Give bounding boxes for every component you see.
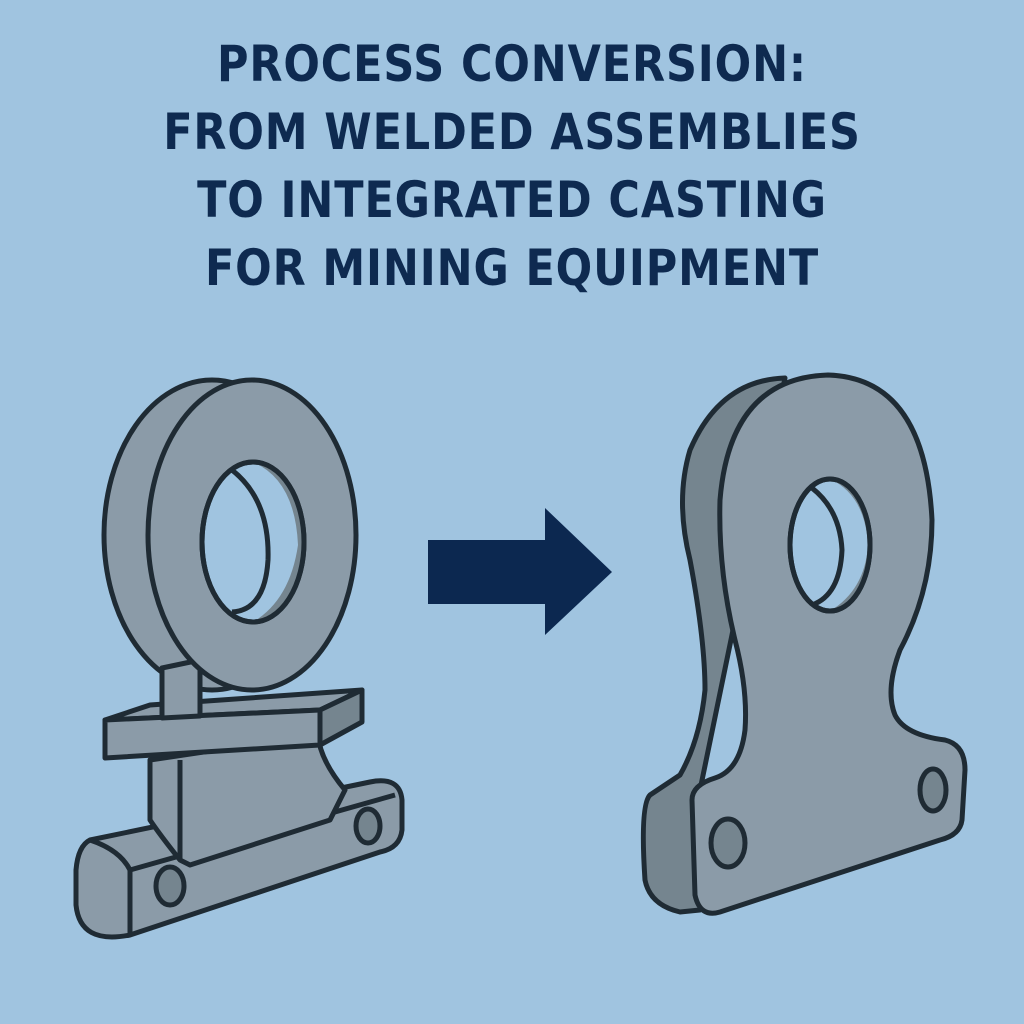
title-line-2: FROM WELDED ASSEMBLIES (163, 103, 861, 161)
title-line-1: PROCESS CONVERSION: (216, 35, 807, 93)
bolt-hole (917, 766, 949, 814)
stem (159, 657, 203, 721)
bolt-hole (708, 816, 748, 870)
diagram-title: PROCESS CONVERSION: FROM WELDED ASSEMBLI… (72, 30, 953, 302)
title-line-3: TO INTEGRATED CASTING (197, 171, 827, 229)
bolt-hole (353, 806, 383, 846)
support-web (147, 732, 348, 868)
arrow-right-icon (428, 508, 612, 635)
bolt-hole (153, 864, 187, 908)
cross-plate-side (317, 687, 365, 748)
integrated-casting-icon (640, 372, 968, 916)
casting-front (689, 372, 968, 916)
title-line-4: FOR MINING EQUIPMENT (204, 239, 820, 297)
welded-assembly-icon (73, 377, 405, 940)
